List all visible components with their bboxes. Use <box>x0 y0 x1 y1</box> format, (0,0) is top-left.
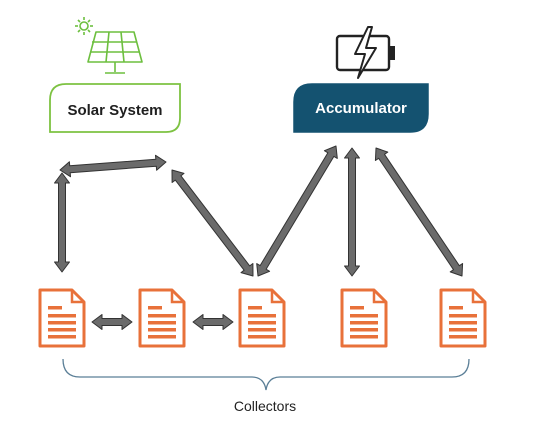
collectors-label: Collectors <box>233 398 297 414</box>
arrow-accumulator-to-collector-3 <box>256 145 338 277</box>
arrow-solar-system-to-collector-1-2 <box>59 154 167 178</box>
solar-panel-icon <box>75 17 143 74</box>
arrow-solar-system-to-collector-1-1 <box>54 172 70 273</box>
document-icon <box>38 288 86 348</box>
arrow-accumulator-to-collector-4 <box>344 147 360 277</box>
arrow-collector-1-to-collector-2 <box>91 314 133 330</box>
battery-charging-icon <box>335 26 395 79</box>
arrow-solar-system-to-collector-3 <box>171 169 254 277</box>
collectors-brace <box>62 358 470 391</box>
collectors-group <box>38 288 487 348</box>
document-icon <box>238 288 286 348</box>
connection-arrows <box>54 145 464 330</box>
document-icon <box>439 288 487 348</box>
arrow-collector-2-to-collector-3 <box>192 314 234 330</box>
document-icon <box>138 288 186 348</box>
arrow-accumulator-to-collector-5 <box>374 147 464 277</box>
accumulator-node[interactable] <box>293 83 429 133</box>
document-icon <box>340 288 388 348</box>
solar-system-node[interactable] <box>49 83 181 133</box>
